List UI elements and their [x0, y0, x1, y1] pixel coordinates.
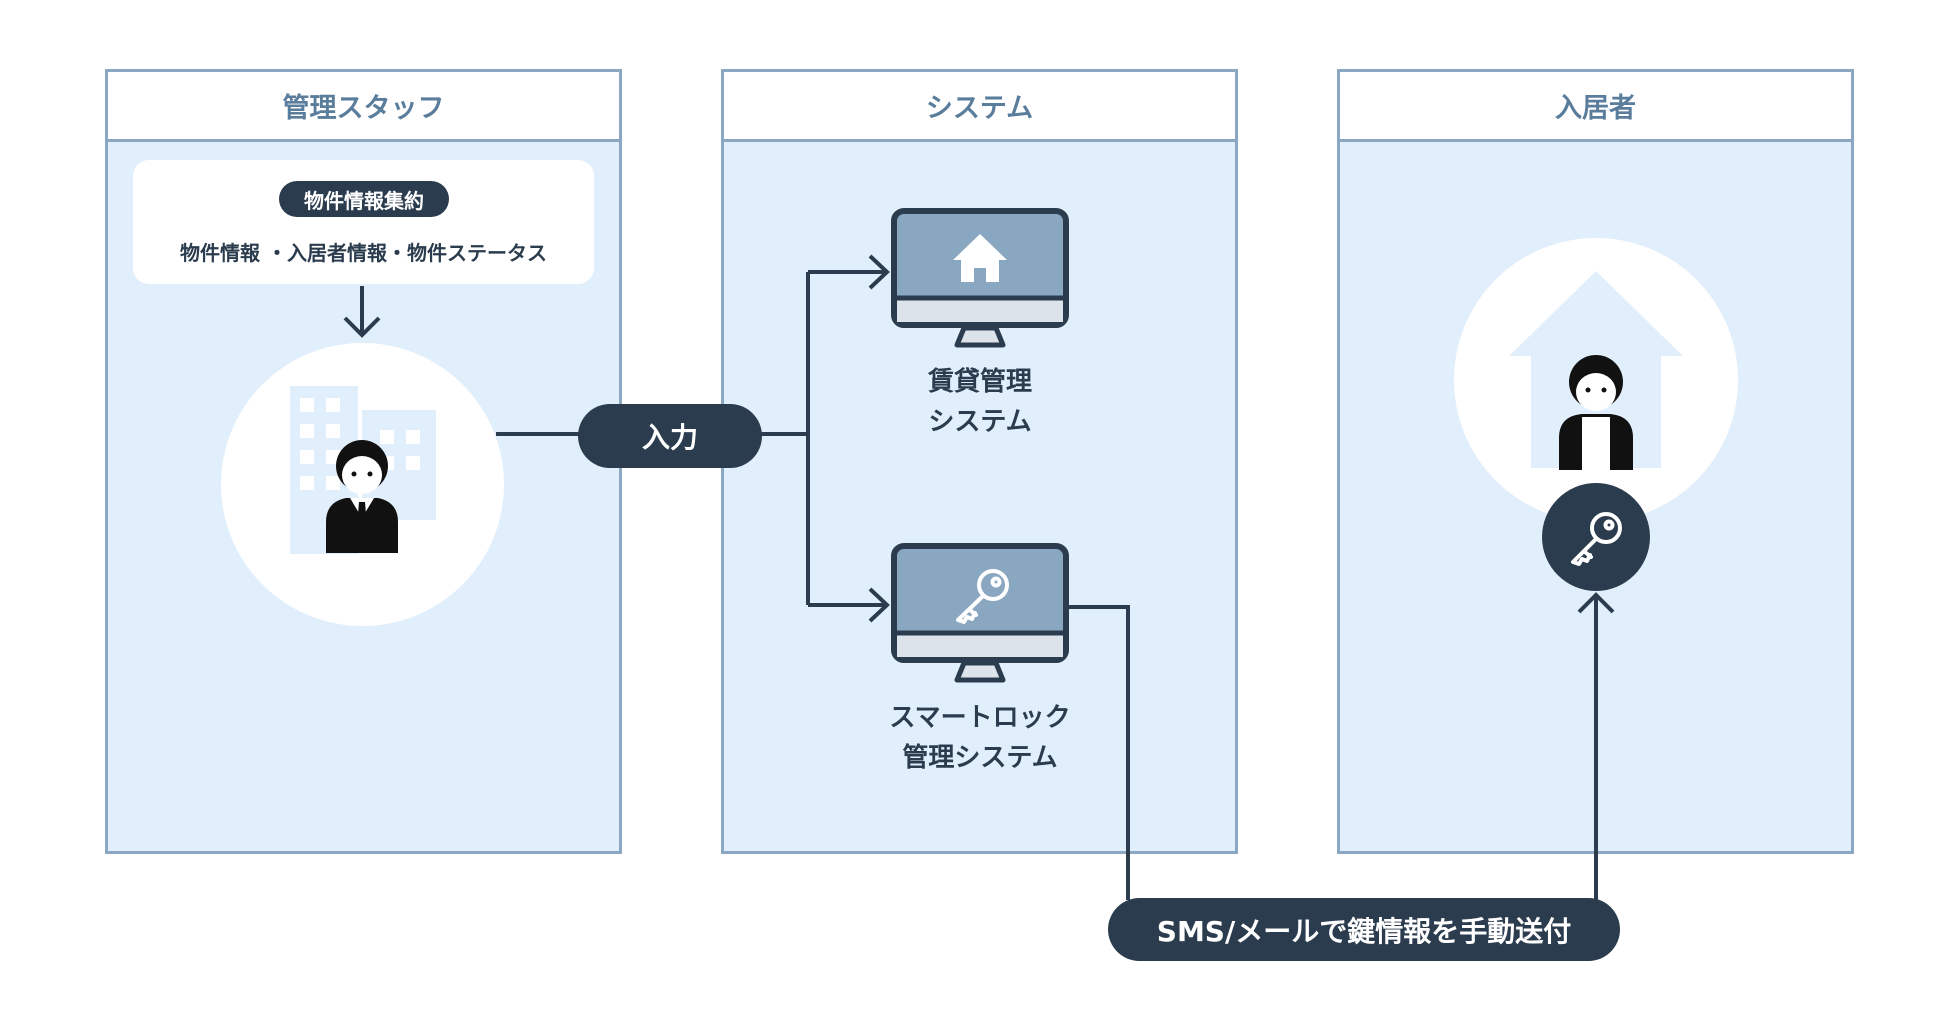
resident-person-icon [1559, 355, 1633, 470]
lane-staff-title: 管理スタッフ [108, 72, 619, 142]
lane-system-title: システム [724, 72, 1235, 142]
home-icon [953, 234, 1007, 282]
property-info-description: 物件情報 ・入居者情報・物件ステータス [180, 241, 547, 265]
smartlock-system-caption-line2: 管理システム [902, 743, 1058, 773]
input-pill: 入力 [578, 404, 762, 468]
send-key-pill: SMS/メールで鍵情報を手動送付 [1108, 898, 1620, 961]
key-icon [956, 569, 1009, 624]
rental-system-caption: 賃貸管理 システム [880, 362, 1080, 442]
smartlock-system-caption-line1: スマートロック [889, 703, 1071, 733]
smartlock-to-send-line [1066, 605, 1130, 900]
lane-resident-title: 入居者 [1340, 72, 1851, 142]
property-info-badge: 物件情報集約 [279, 181, 449, 217]
input-branch-line [760, 272, 810, 605]
key-icon [1571, 512, 1622, 566]
monitor-icon [891, 543, 1069, 683]
smartlock-system-caption: スマートロック 管理システム [860, 698, 1100, 778]
rental-system-caption-line1: 賃貸管理 [927, 367, 1032, 397]
rental-system-caption-line2: システム [928, 407, 1032, 437]
property-info-card: 物件情報集約 物件情報 ・入居者情報・物件ステータス [133, 160, 594, 284]
